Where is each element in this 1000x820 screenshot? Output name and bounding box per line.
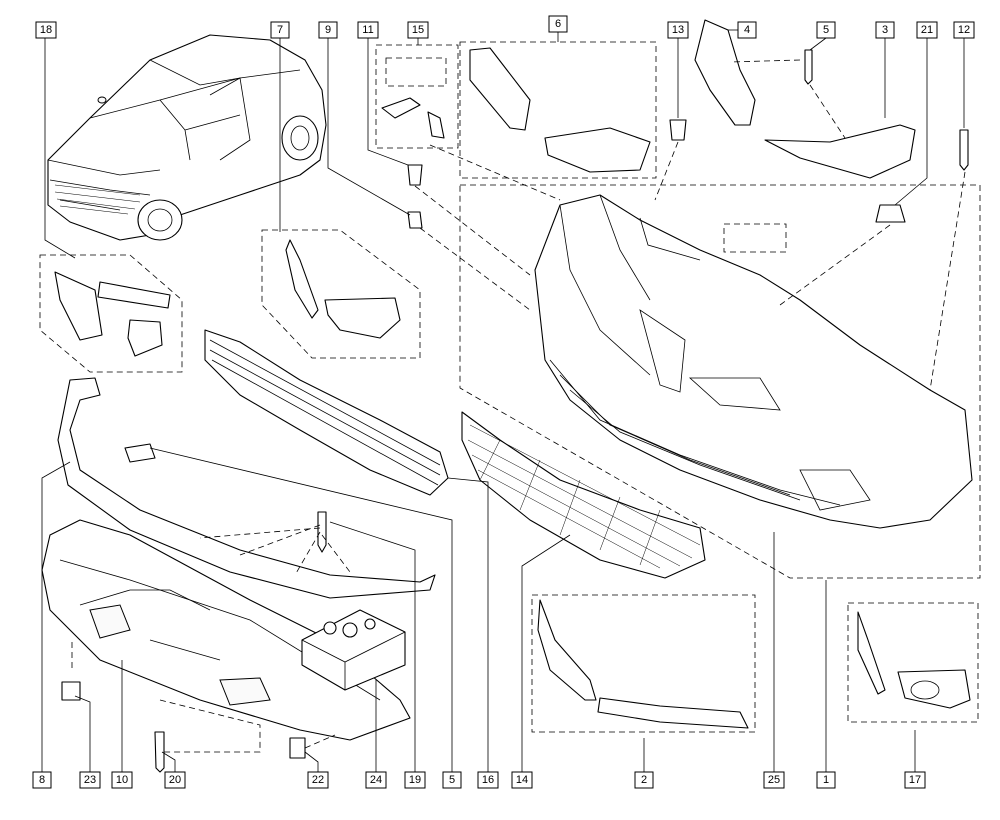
- callout-20: 20: [164, 771, 186, 789]
- callout-9: 9: [318, 21, 338, 39]
- part-1-bumper: [534, 194, 973, 529]
- svg-text:7: 7: [277, 24, 283, 36]
- svg-text:18: 18: [40, 24, 52, 36]
- part-17-fog-covers: [857, 611, 971, 709]
- svg-text:23: 23: [84, 774, 96, 786]
- part-10-undertray: [41, 519, 411, 741]
- car-illustration: [47, 34, 327, 241]
- callout-labels: 18 7 9 11 15 6 13 4 5 3 21 12 8 23 10 20…: [32, 15, 975, 789]
- callout-2: 2: [634, 771, 654, 789]
- svg-text:14: 14: [516, 774, 528, 786]
- part-2-strips: [537, 599, 749, 729]
- callout-19: 19: [404, 771, 426, 789]
- svg-text:10: 10: [116, 774, 128, 786]
- svg-text:21: 21: [921, 24, 933, 36]
- callout-1: 1: [816, 771, 836, 789]
- svg-text:17: 17: [909, 774, 921, 786]
- group-10-bracket: [159, 699, 261, 753]
- svg-text:25: 25: [768, 774, 780, 786]
- part-15-clips: [381, 97, 445, 139]
- part-6-inserts: [469, 47, 651, 173]
- callout-5-top: 5: [816, 21, 836, 39]
- callout-7: 7: [270, 21, 290, 39]
- group-7-outline: [261, 229, 421, 359]
- part-23: [61, 681, 81, 701]
- callout-12: 12: [953, 21, 975, 39]
- part-5-pin: [124, 443, 156, 463]
- svg-text:16: 16: [482, 774, 494, 786]
- svg-text:5: 5: [823, 24, 829, 36]
- callout-16: 16: [477, 771, 499, 789]
- group-15-outline: [375, 44, 459, 149]
- callout-8: 8: [32, 771, 52, 789]
- svg-text:24: 24: [370, 774, 382, 786]
- assembly-arrows: [71, 141, 966, 749]
- svg-text:4: 4: [744, 24, 750, 36]
- svg-text:9: 9: [325, 24, 331, 36]
- callout-18: 18: [35, 21, 57, 39]
- part-19: [317, 511, 327, 553]
- callout-24: 24: [365, 771, 387, 789]
- callout-25: 25: [763, 771, 785, 789]
- svg-text:1: 1: [823, 774, 829, 786]
- callout-23: 23: [79, 771, 101, 789]
- part-22: [289, 737, 306, 759]
- svg-text:15: 15: [412, 24, 424, 36]
- svg-text:19: 19: [409, 774, 421, 786]
- part-9: [407, 211, 423, 229]
- svg-text:13: 13: [672, 24, 684, 36]
- svg-text:8: 8: [39, 774, 45, 786]
- svg-text:22: 22: [312, 774, 324, 786]
- part-24-kit-box: [301, 609, 406, 691]
- group-2-outline: [531, 594, 756, 733]
- group-15-inner-outline: [385, 57, 447, 87]
- part-11: [407, 164, 423, 186]
- part-7-side-trims: [285, 239, 401, 339]
- group-outlines: [39, 41, 981, 753]
- callout-14: 14: [511, 771, 533, 789]
- part-8-spoiler: [57, 377, 436, 599]
- svg-text:11: 11: [362, 24, 373, 36]
- callout-4: 4: [737, 21, 757, 39]
- group-6-outline: [459, 41, 657, 179]
- part-12: [959, 129, 969, 171]
- leader-lines: [41, 29, 965, 772]
- part-5-screw: [804, 49, 813, 85]
- callout-11: 11: [357, 21, 379, 39]
- svg-text:6: 6: [555, 18, 561, 30]
- svg-text:2: 2: [641, 774, 647, 786]
- group-1-outline: [459, 184, 981, 579]
- fasteners: [407, 119, 969, 229]
- part-20: [154, 731, 165, 773]
- lower-fasteners: [61, 511, 327, 773]
- parts-3-4-5-top: [694, 19, 916, 179]
- callout-3: 3: [875, 21, 895, 39]
- part-13: [669, 119, 687, 141]
- callout-10: 10: [111, 771, 133, 789]
- callout-15: 15: [407, 21, 429, 39]
- part-18-brackets: [54, 271, 171, 357]
- callout-22: 22: [307, 771, 329, 789]
- callout-13: 13: [667, 21, 689, 39]
- callout-5-bottom: 5: [442, 771, 462, 789]
- callout-21: 21: [916, 21, 938, 39]
- part-3: [764, 124, 916, 179]
- svg-text:3: 3: [882, 24, 888, 36]
- svg-text:20: 20: [169, 774, 181, 786]
- callout-6: 6: [548, 15, 568, 33]
- part-14-lower-grille: [461, 411, 706, 579]
- callout-17: 17: [904, 771, 926, 789]
- part-16-grille: [204, 329, 449, 496]
- part-4: [694, 19, 756, 126]
- part-21: [875, 204, 906, 223]
- group-1-label-box: [723, 223, 787, 253]
- svg-text:5: 5: [449, 774, 455, 786]
- svg-text:12: 12: [958, 24, 970, 36]
- group-18-outline: [39, 254, 183, 373]
